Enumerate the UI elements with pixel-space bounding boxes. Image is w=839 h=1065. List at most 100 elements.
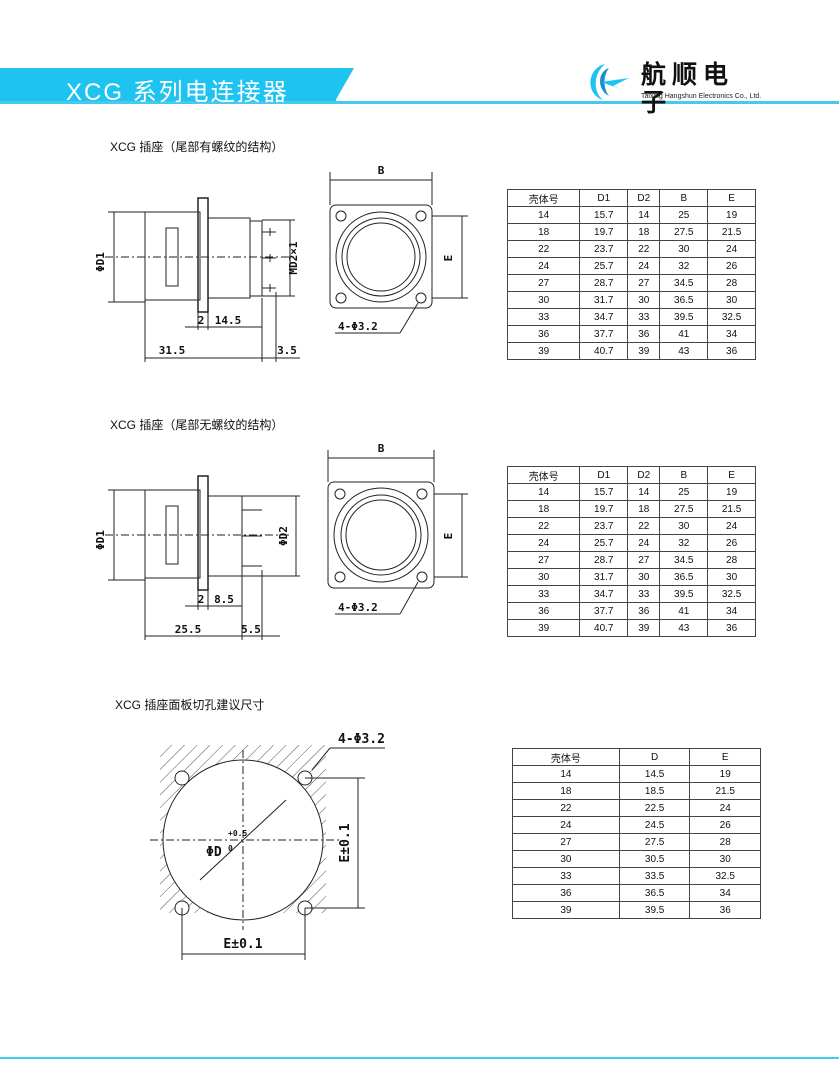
table-cell: 36.5 bbox=[659, 568, 709, 586]
table-cell: 39.5 bbox=[659, 585, 709, 603]
table-cell: 39 bbox=[506, 342, 581, 360]
table-cell: 24 bbox=[627, 257, 661, 275]
table-cell: 30 bbox=[689, 850, 761, 868]
table-cell: 33 bbox=[627, 308, 661, 326]
table-cell: 41 bbox=[659, 325, 709, 343]
label-md2: MD2×1 bbox=[287, 241, 300, 274]
table-header-row: 壳体号 D1 D2 B E bbox=[506, 189, 756, 207]
table-cell: 34 bbox=[689, 884, 761, 902]
table-cell: 43 bbox=[659, 342, 709, 360]
col-header: E bbox=[707, 466, 756, 484]
table-cell: 19 bbox=[707, 483, 756, 501]
table-cell: 36 bbox=[627, 325, 661, 343]
drawing2-front-view bbox=[327, 450, 468, 615]
table-cell: 32 bbox=[659, 534, 709, 552]
table-cell: 34.5 bbox=[659, 551, 709, 569]
table-cell: 18 bbox=[506, 223, 581, 241]
table-cell: 21.5 bbox=[707, 223, 756, 241]
table-cell: 30 bbox=[627, 568, 661, 586]
dim-5-5: 5.5 bbox=[241, 623, 261, 636]
col-header: E bbox=[689, 748, 761, 766]
table-cell: 14 bbox=[627, 206, 661, 224]
logo-text-en: Taixing Hangshun Electronics Co., Ltd. bbox=[641, 93, 762, 100]
col-header: D1 bbox=[579, 466, 629, 484]
table-cell: 19.7 bbox=[579, 223, 629, 241]
drawing1-front-view bbox=[329, 172, 468, 334]
col-header: D2 bbox=[627, 466, 661, 484]
table-cell: 22 bbox=[506, 240, 581, 258]
dim-25-5: 25.5 bbox=[175, 623, 202, 636]
table-cell: 26 bbox=[707, 534, 756, 552]
table-cell: 30 bbox=[506, 291, 581, 309]
table-header-row: 壳体号 D1 D2 B E bbox=[506, 466, 756, 484]
table-cell: 24 bbox=[506, 534, 581, 552]
table-cell: 36 bbox=[512, 884, 620, 902]
table-cell: 22.5 bbox=[618, 799, 691, 817]
table-cell: 27 bbox=[506, 551, 581, 569]
table-cell: 36 bbox=[506, 325, 581, 343]
table-cell: 30 bbox=[506, 568, 581, 586]
table-cell: 18.5 bbox=[618, 782, 691, 800]
table-cell: 30 bbox=[627, 291, 661, 309]
table-cell: 40.7 bbox=[579, 619, 629, 637]
table-cell: 21.5 bbox=[707, 500, 756, 518]
table-cell: 14 bbox=[506, 206, 581, 224]
table-cell: 15.7 bbox=[579, 206, 629, 224]
col-header: D2 bbox=[627, 189, 661, 207]
table-cell: 28 bbox=[689, 833, 761, 851]
col-header: B bbox=[659, 466, 709, 484]
col-header: 壳体号 bbox=[506, 189, 581, 207]
label-tol-plus: +0.5 bbox=[228, 829, 247, 838]
swallow-logo-icon bbox=[590, 64, 629, 100]
table-cell: 34.5 bbox=[659, 274, 709, 292]
table-cell: 32.5 bbox=[707, 308, 756, 326]
table-cell: 24 bbox=[707, 517, 756, 535]
table-cell: 39 bbox=[627, 342, 661, 360]
table-cell: 27 bbox=[627, 274, 661, 292]
label-tol-zero: 0 bbox=[228, 844, 233, 853]
table-cell: 27 bbox=[506, 274, 581, 292]
label-b: B bbox=[378, 442, 385, 455]
table-cell: 30 bbox=[707, 568, 756, 586]
dim-14-5: 14.5 bbox=[215, 314, 242, 327]
table-cell: 32.5 bbox=[707, 585, 756, 603]
col-header: 壳体号 bbox=[512, 748, 620, 766]
label-b: B bbox=[378, 164, 385, 177]
table-cell: 34 bbox=[707, 325, 756, 343]
table-cell: 32.5 bbox=[689, 867, 761, 885]
col-header: D bbox=[618, 748, 691, 766]
dim-8-5: 8.5 bbox=[214, 593, 234, 606]
header-band bbox=[0, 68, 336, 103]
table-cell: 22 bbox=[512, 799, 620, 817]
table-cell: 33 bbox=[506, 308, 581, 326]
table-cell: 25.7 bbox=[579, 257, 629, 275]
col-header: D1 bbox=[579, 189, 629, 207]
table-cell: 28.7 bbox=[579, 274, 629, 292]
table-cell: 24 bbox=[512, 816, 620, 834]
table-cell: 36 bbox=[506, 602, 581, 620]
table-cell: 18 bbox=[627, 500, 661, 518]
table-cell: 18 bbox=[512, 782, 620, 800]
label-e-right: E±0.1 bbox=[338, 823, 353, 862]
table-cell: 25 bbox=[659, 483, 709, 501]
dim-3-5: 3.5 bbox=[277, 344, 297, 357]
table-cell: 32 bbox=[659, 257, 709, 275]
dim-2: 2 bbox=[198, 593, 205, 606]
table-cell: 33 bbox=[506, 585, 581, 603]
table-cell: 18 bbox=[627, 223, 661, 241]
table-cell: 36 bbox=[707, 342, 756, 360]
section3-title: XCG 插座面板切孔建议尺寸 bbox=[115, 698, 265, 712]
